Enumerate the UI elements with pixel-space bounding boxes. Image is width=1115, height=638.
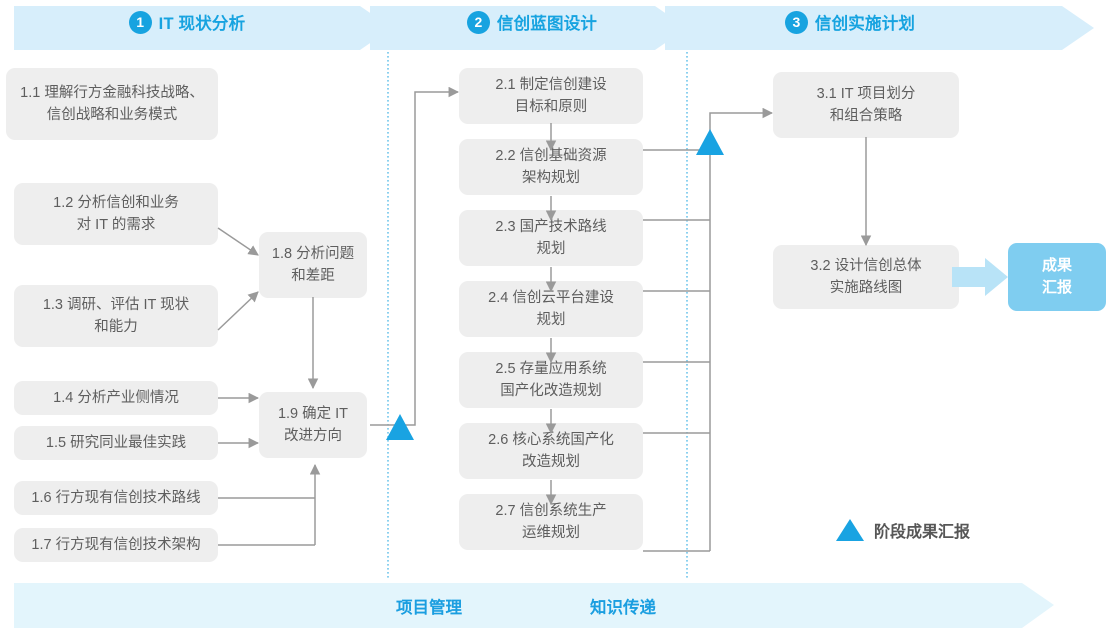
result-arrow-icon: [952, 258, 1008, 296]
node-1-4[interactable]: 1.4 分析产业侧情况: [14, 381, 218, 415]
phase-band-segment-2: [370, 6, 687, 50]
node-1-9[interactable]: 1.9 确定 IT 改进方向: [259, 392, 367, 458]
wire-bus-to-31: [709, 107, 774, 551]
phase-band-segment-1: [14, 6, 392, 50]
legend: 阶段成果汇报: [836, 518, 970, 542]
node-1-1[interactable]: 1.1 理解行方金融科技战略、 信创战略和业务模式: [6, 68, 218, 140]
legend-label: 阶段成果汇报: [874, 524, 971, 541]
wire-12-to-18: [217, 227, 259, 256]
bottom-label-knowledge-transfer: 知识传递: [590, 598, 656, 617]
node-1-8[interactable]: 1.8 分析问题 和差距: [259, 232, 367, 298]
node-1-3[interactable]: 1.3 调研、评估 IT 现状 和能力: [14, 285, 218, 347]
node-3-2[interactable]: 3.2 设计信创总体 实施路线图: [773, 245, 959, 309]
node-1-6[interactable]: 1.6 行方现有信创技术路线: [14, 481, 218, 515]
phase-band-segment-3: [665, 6, 1094, 50]
node-3-1[interactable]: 3.1 IT 项目划分 和组合策略: [773, 72, 959, 138]
node-result-report[interactable]: 成果 汇报: [1008, 243, 1106, 311]
node-1-7[interactable]: 1.7 行方现有信创技术架构: [14, 528, 218, 562]
node-2-1[interactable]: 2.1 制定信创建设 目标和原则: [459, 68, 643, 124]
wire-13-to-18: [217, 291, 259, 331]
milestone-triangle-phase1: [386, 414, 414, 440]
node-1-5[interactable]: 1.5 研究同业最佳实践: [14, 426, 218, 460]
bottom-label-project-management: 项目管理: [396, 598, 462, 617]
phase-header-band: [14, 6, 1094, 50]
bottom-band: [14, 583, 1054, 628]
milestone-triangle-phase2: [696, 129, 724, 155]
milestone-triangle-icon: [836, 519, 864, 541]
wire-19-to-21: [370, 86, 460, 426]
node-2-5[interactable]: 2.5 存量应用系统 国产化改造规划: [459, 352, 643, 408]
node-1-2[interactable]: 1.2 分析信创和业务 对 IT 的需求: [14, 183, 218, 245]
